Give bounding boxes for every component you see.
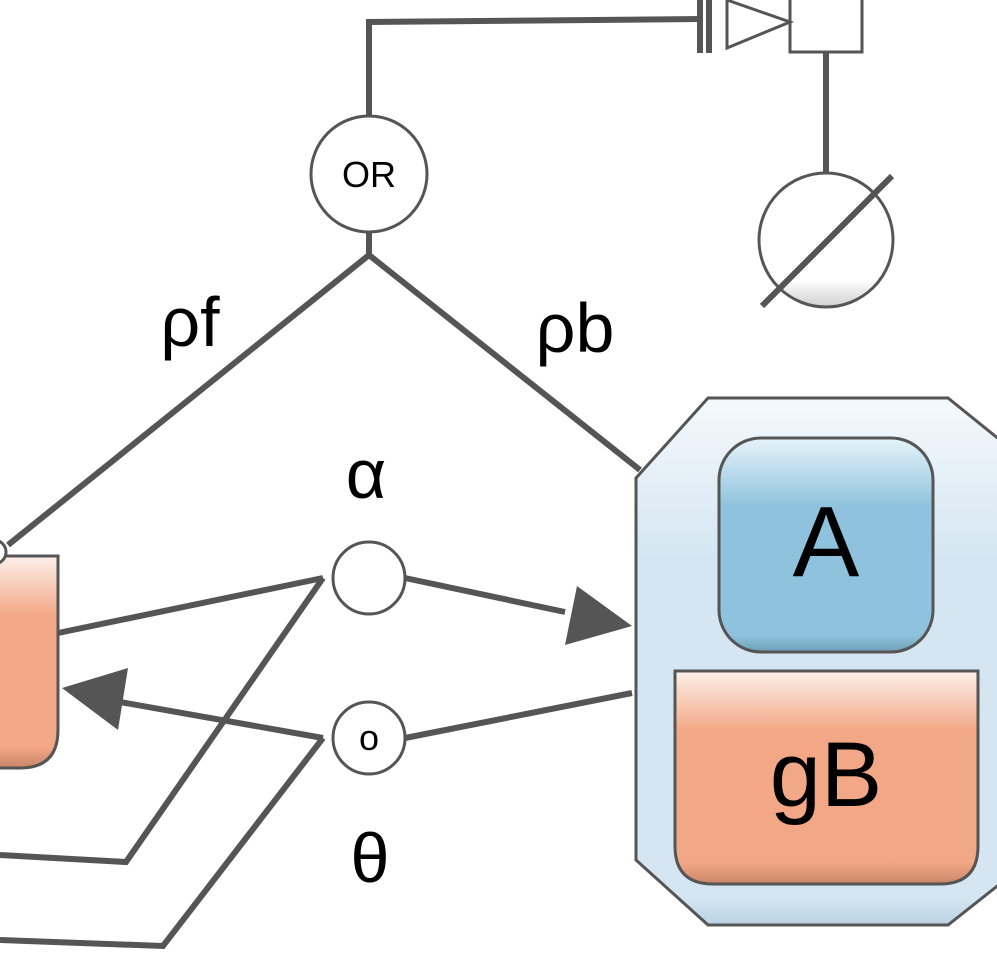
rho-f-label: ρf [160,283,220,361]
rho-f-arc[interactable] [6,252,371,548]
or-operator-node[interactable]: OR [309,114,429,234]
component-gb-label: gB [770,724,883,826]
rho-b-arc[interactable] [367,252,642,473]
dissociation-modulator-arc[interactable] [0,736,326,950]
dissociation-process-node[interactable]: o [331,700,407,776]
left-nucleic-acid-node[interactable] [0,554,60,770]
top-process-triangle [725,0,795,51]
or-operator-label: OR [342,154,396,195]
association-input-arc[interactable] [57,575,324,636]
dissociation-process-label: o [359,717,379,758]
sink-node[interactable] [757,171,895,309]
alpha-label: α [346,435,386,513]
association-process-node[interactable] [331,540,407,616]
dissociation-output-arc[interactable] [119,699,324,741]
association-modulator-arc[interactable] [0,576,326,866]
theta-label: θ [351,819,390,897]
component-a-label: A [793,486,860,598]
dissociation-arrowhead [62,668,128,730]
top-process-node[interactable] [697,0,864,54]
complex-component-gb[interactable]: gB [673,669,980,886]
or-output-arc[interactable] [366,16,703,100]
dissociation-input-arc[interactable] [404,690,633,741]
left-entity-port [0,539,8,565]
rho-b-label: ρb [536,289,615,367]
association-output-arc[interactable] [404,575,566,615]
sink-slash [759,173,895,309]
complex-component-a[interactable]: A [717,436,935,654]
complex-node[interactable]: A gB [634,396,997,927]
association-arrowhead [565,586,632,645]
